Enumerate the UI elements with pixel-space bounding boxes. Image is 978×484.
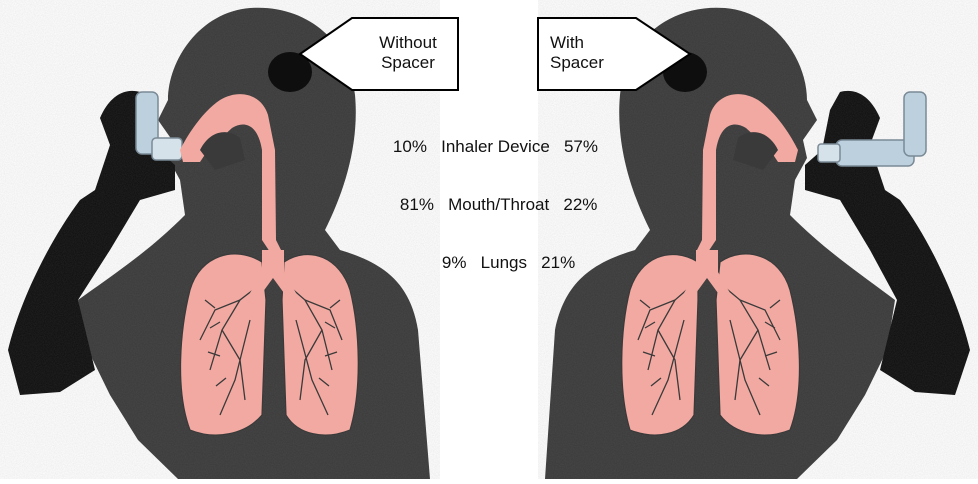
- with-spacer-label: With Spacer: [550, 33, 620, 73]
- stat-row-mouth-throat: 81% Mouth/Throat 22%: [381, 175, 597, 235]
- without-spacer-label: Without Spacer: [360, 33, 456, 73]
- with-spacer-line1: With: [550, 33, 620, 53]
- without-spacer-line2: Spacer: [360, 53, 456, 73]
- stat-label: Inhaler Device: [441, 137, 550, 156]
- stat-without-value: 10%: [393, 137, 427, 156]
- stat-row-inhaler-device: 10% Inhaler Device 57%: [374, 117, 598, 177]
- stat-with-value: 21%: [541, 253, 575, 272]
- stat-without-value: 81%: [400, 195, 434, 214]
- with-spacer-line2: Spacer: [550, 53, 620, 73]
- stat-without-value: 9%: [442, 253, 467, 272]
- stat-with-value: 22%: [563, 195, 597, 214]
- stat-label: Lungs: [481, 253, 527, 272]
- without-spacer-line1: Without: [360, 33, 456, 53]
- stat-label: Mouth/Throat: [448, 195, 549, 214]
- stat-with-value: 57%: [564, 137, 598, 156]
- stat-row-lungs: 9% Lungs 21%: [423, 233, 575, 293]
